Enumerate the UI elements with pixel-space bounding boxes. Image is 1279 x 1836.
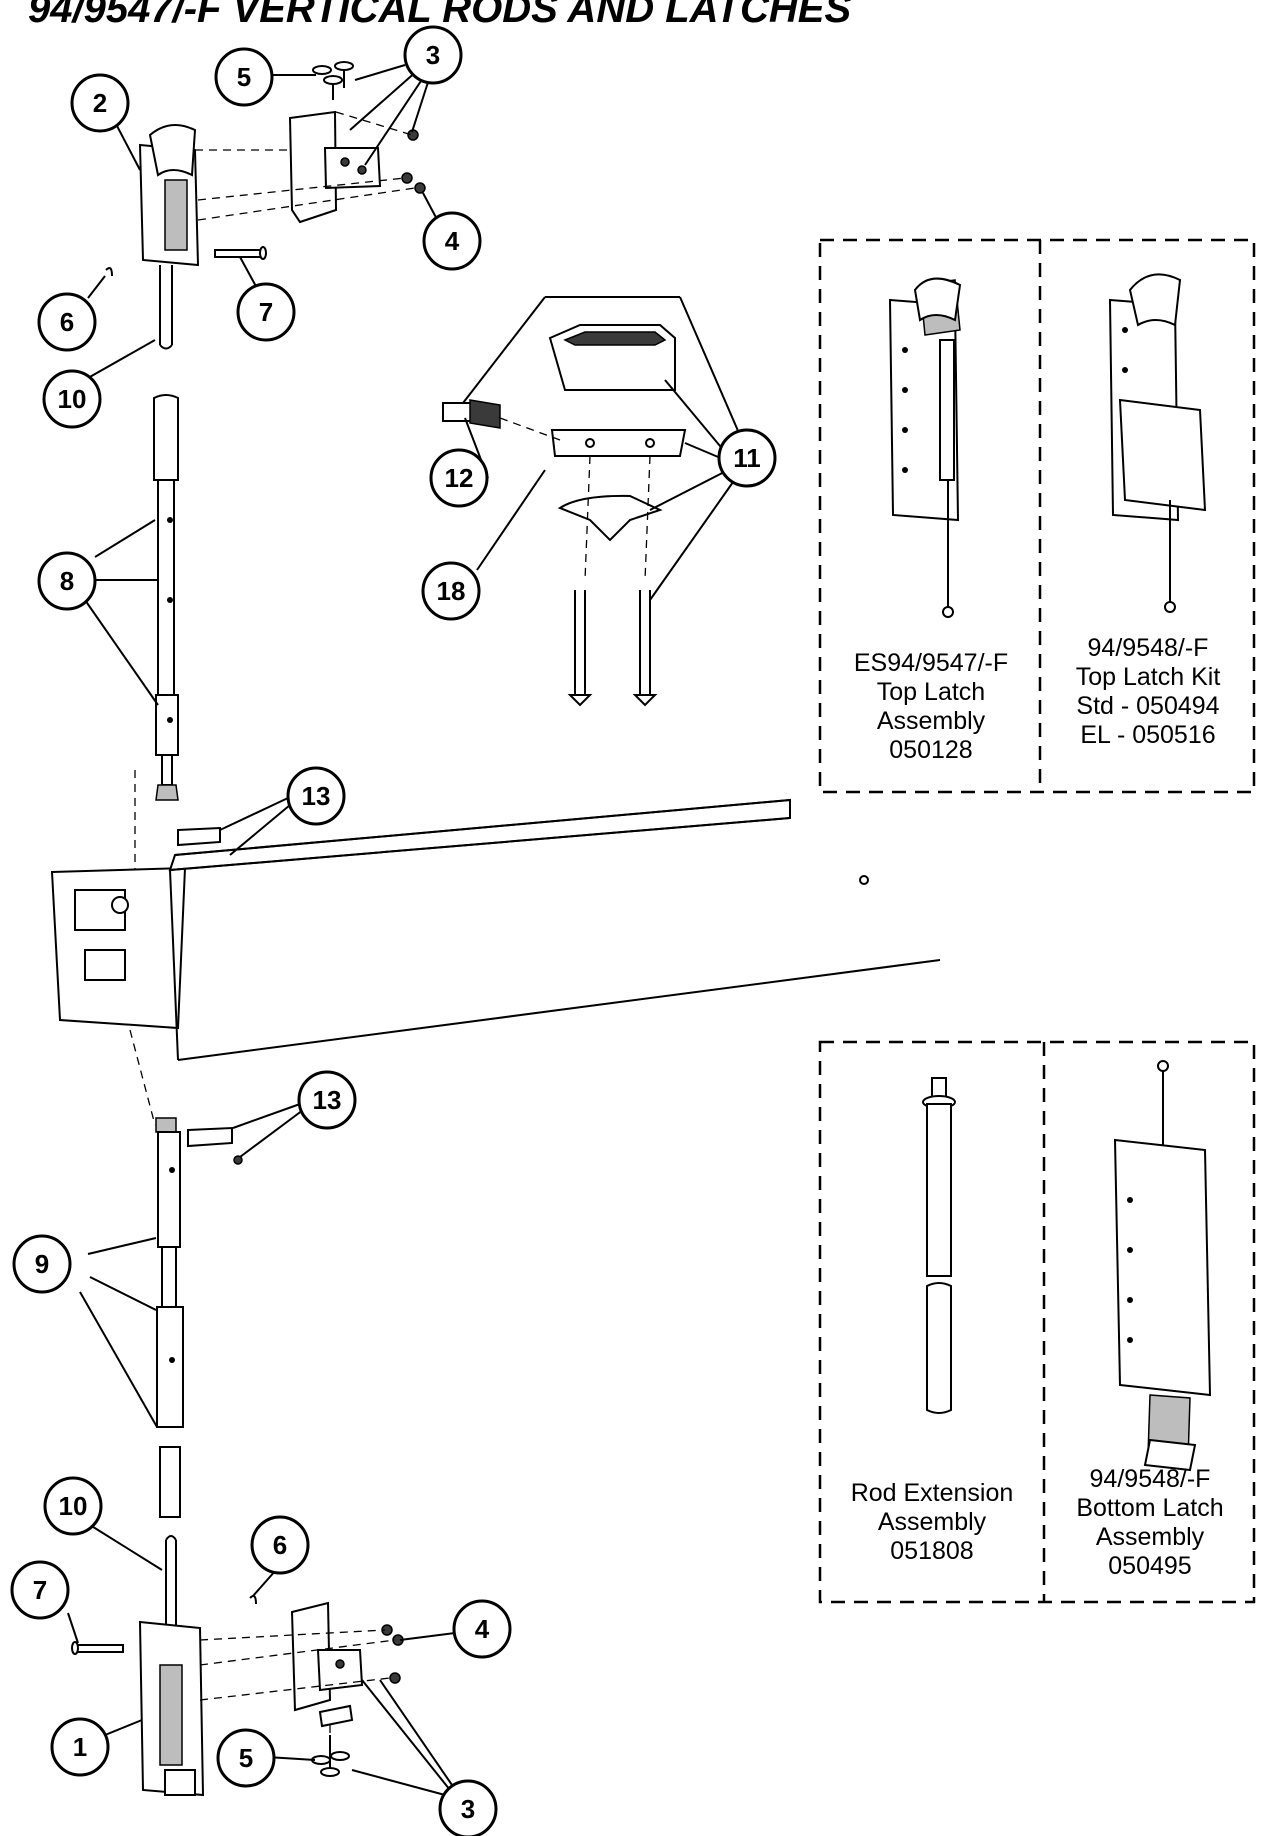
top-pin-part xyxy=(214,246,267,260)
callout-4-top: 4 xyxy=(422,211,482,271)
svg-text:Bottom Latch: Bottom Latch xyxy=(1076,1494,1223,1522)
svg-text:6: 6 xyxy=(60,307,74,337)
actuator-detail-part xyxy=(442,296,687,707)
svg-text:Assembly: Assembly xyxy=(1096,1523,1205,1551)
svg-text:050495: 050495 xyxy=(1108,1552,1191,1580)
bottom-kit-box xyxy=(818,1040,1256,1604)
svg-text:5: 5 xyxy=(237,62,251,92)
callout-12: 12 xyxy=(429,448,489,508)
callout-18: 18 xyxy=(421,561,481,621)
callout-8: 8 xyxy=(37,551,97,611)
svg-text:3: 3 xyxy=(461,1794,475,1824)
svg-text:12: 12 xyxy=(445,463,474,493)
callout-5-bottom: 5 xyxy=(216,1728,276,1788)
rod-extension-illustration xyxy=(922,1077,956,1414)
svg-text:94/9548/-F: 94/9548/-F xyxy=(1090,1465,1211,1493)
svg-text:8: 8 xyxy=(60,566,74,596)
callout-6-top: 6 xyxy=(37,292,97,352)
svg-text:Assembly: Assembly xyxy=(877,707,986,735)
callout-10-bottom: 10 xyxy=(43,1476,103,1536)
svg-text:5: 5 xyxy=(239,1743,253,1773)
svg-text:10: 10 xyxy=(59,1491,88,1521)
svg-text:11: 11 xyxy=(733,443,761,473)
callout-5-top: 5 xyxy=(214,47,274,107)
callout-2: 2 xyxy=(70,73,130,133)
svg-text:Assembly: Assembly xyxy=(878,1508,987,1536)
lower-rod-part xyxy=(155,1117,184,1518)
bottom-bracket-part xyxy=(290,1601,364,1728)
bottom-latch-illustration xyxy=(1113,1060,1212,1472)
upper-rod-part xyxy=(153,394,179,801)
svg-text:4: 4 xyxy=(445,226,460,256)
svg-text:9: 9 xyxy=(35,1249,49,1279)
top-clip-part xyxy=(105,267,113,277)
svg-text:6: 6 xyxy=(273,1530,287,1560)
callout-7-top: 7 xyxy=(236,282,296,342)
callout-13-top: 13 xyxy=(286,766,346,826)
svg-text:Top Latch Kit: Top Latch Kit xyxy=(1076,663,1221,691)
rod-extension-label: Rod Extension Assembly 051808 xyxy=(851,1479,1014,1565)
svg-text:Rod Extension: Rod Extension xyxy=(851,1479,1014,1507)
callout-7-bottom: 7 xyxy=(10,1560,70,1620)
svg-text:Std - 050494: Std - 050494 xyxy=(1076,692,1219,720)
svg-text:94/9548/-F: 94/9548/-F xyxy=(1088,634,1209,662)
top-latch-assembly-label: ES94/9547/-F Top Latch Assembly 050128 xyxy=(854,649,1008,764)
callout-3-top: 3 xyxy=(403,25,463,85)
svg-text:2: 2 xyxy=(93,88,107,118)
bottom-fasteners-part xyxy=(381,1624,404,1684)
svg-text:Top Latch: Top Latch xyxy=(877,678,985,706)
lower-rod-clip-part xyxy=(187,1126,243,1165)
push-bar-part xyxy=(50,798,941,1061)
bottom-latch-part xyxy=(138,1535,205,1797)
svg-text:18: 18 xyxy=(437,576,466,606)
svg-text:3: 3 xyxy=(426,40,440,70)
callout-11: 11 xyxy=(717,428,777,488)
top-latch-assembly-illustration xyxy=(888,277,962,618)
top-latch-part xyxy=(138,124,200,350)
callout-10-top: 10 xyxy=(42,369,102,429)
svg-text:050128: 050128 xyxy=(889,736,972,764)
svg-text:ES94/9547/-F: ES94/9547/-F xyxy=(854,649,1008,677)
top-screws-part xyxy=(312,61,354,100)
svg-text:13: 13 xyxy=(302,781,331,811)
top-bracket-part xyxy=(288,110,382,224)
bottom-latch-label: 94/9548/-F Bottom Latch Assembly 050495 xyxy=(1076,1465,1223,1580)
svg-text:13: 13 xyxy=(313,1085,342,1115)
callout-4-bottom: 4 xyxy=(452,1599,512,1659)
svg-text:10: 10 xyxy=(58,384,87,414)
callout-1: 1 xyxy=(50,1717,110,1777)
bottom-clip-part xyxy=(249,1595,257,1605)
top-latch-kit-illustration xyxy=(1108,273,1207,613)
diagram-title: 94/9547/-F VERTICAL RODS AND LATCHES xyxy=(28,0,851,31)
svg-text:4: 4 xyxy=(475,1614,490,1644)
svg-text:7: 7 xyxy=(259,297,273,327)
svg-text:1: 1 xyxy=(73,1732,87,1762)
top-kit-box xyxy=(818,238,1256,794)
callout-13-bottom: 13 xyxy=(297,1070,357,1130)
callout-6-bottom: 6 xyxy=(250,1515,310,1575)
callout-3-bottom: 3 xyxy=(438,1779,498,1836)
svg-text:7: 7 xyxy=(33,1575,47,1605)
bottom-pin-part xyxy=(71,1641,124,1655)
svg-text:EL - 050516: EL - 050516 xyxy=(1080,721,1215,749)
top-latch-kit-label: 94/9548/-F Top Latch Kit Std - 050494 EL… xyxy=(1076,634,1221,749)
callout-9: 9 xyxy=(12,1234,72,1294)
top-fasteners-part xyxy=(401,129,426,194)
svg-text:051808: 051808 xyxy=(890,1537,973,1565)
